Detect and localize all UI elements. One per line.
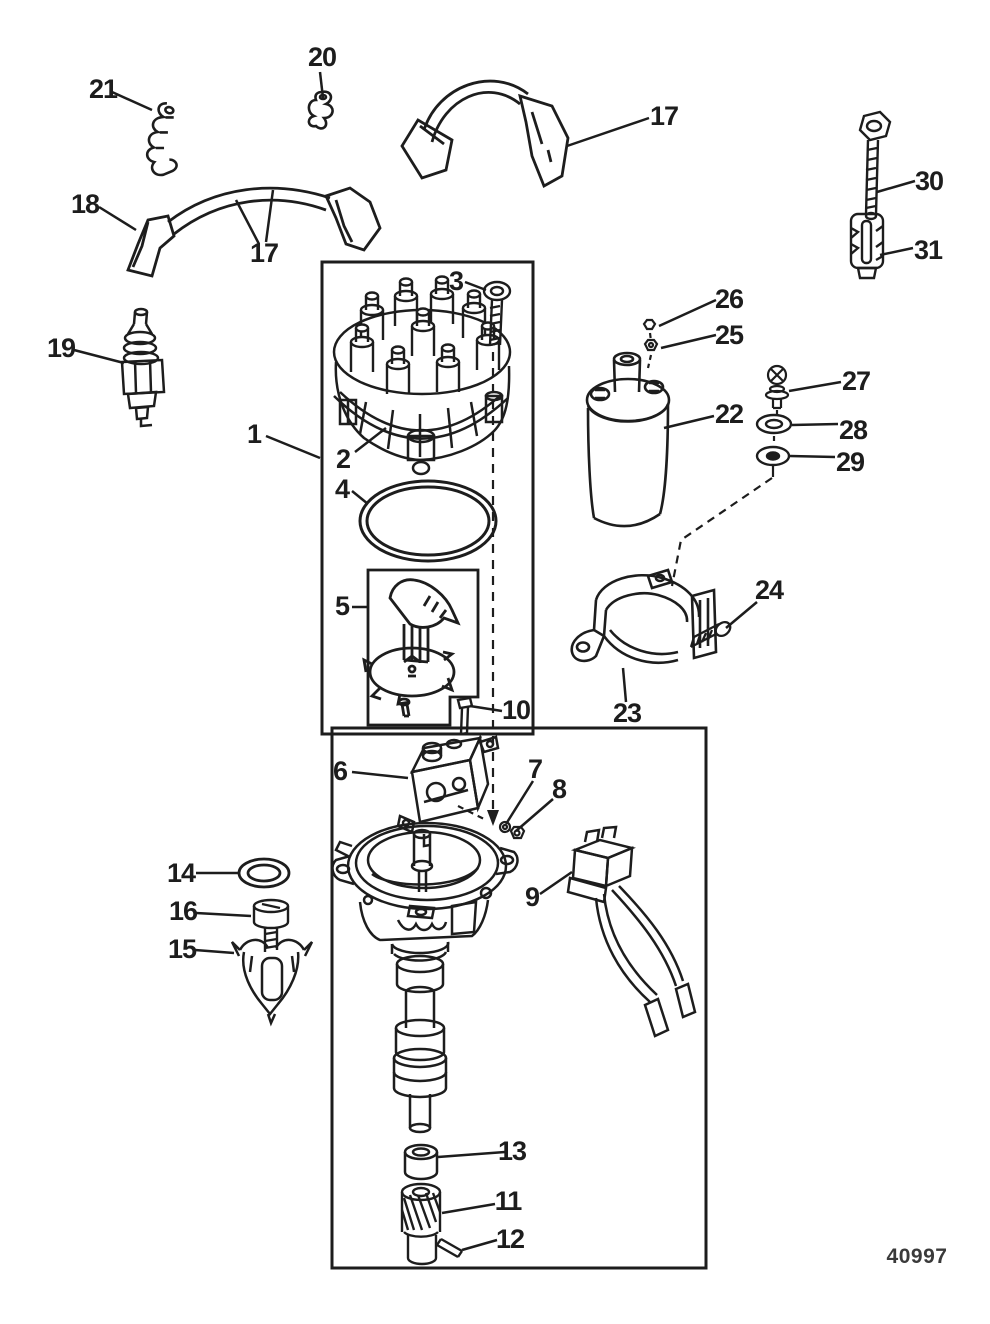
callout-14: 14 (167, 858, 196, 888)
rotor-kit-box (362, 568, 480, 727)
callout-1: 1 (247, 419, 262, 449)
callout-30: 30 (915, 166, 943, 196)
callout-17-arch: 17 (650, 101, 678, 131)
coil-clamp (570, 568, 718, 664)
callout-24: 24 (755, 575, 784, 605)
drawing-number: 40997 (887, 1245, 948, 1268)
drive-gear (400, 1182, 442, 1266)
module-washer-and-nut (498, 820, 526, 840)
callout-18: 18 (71, 189, 100, 219)
callout-10: 10 (502, 695, 530, 725)
housing-washer (237, 857, 291, 889)
callout-22: 22 (715, 399, 743, 429)
spring-clip (307, 90, 334, 130)
callout-7: 7 (528, 754, 542, 784)
callout-2: 2 (336, 444, 350, 474)
leader-lines (73, 71, 916, 1252)
ignition-coil (585, 351, 671, 528)
callout-27: 27 (842, 366, 870, 396)
assembly-boxes (320, 260, 708, 1270)
mounting-stud (858, 110, 892, 221)
callout-5: 5 (335, 591, 350, 621)
rotor-side-view (388, 578, 461, 629)
distributor-assembly-box (320, 260, 535, 736)
bracket-bolt (764, 364, 790, 410)
lower-assembly-box (330, 726, 708, 1270)
nut-26 (642, 318, 657, 331)
distributor-cap (332, 275, 512, 476)
holddown-clamp (230, 938, 314, 1027)
spark-plug-wire (126, 186, 382, 278)
roll-pin (436, 1237, 463, 1259)
callout-labels: 1 2 3 4 5 6 7 8 9 10 11 12 13 14 15 16 1… (47, 42, 944, 1254)
wire-retainer-clip (145, 102, 178, 177)
cap-screw (482, 280, 512, 347)
distributor-housing (331, 821, 519, 962)
spark-plug-wire-arch (400, 79, 570, 188)
washer-7 (498, 820, 512, 834)
callout-15: 15 (168, 934, 197, 964)
callout-8: 8 (552, 774, 567, 804)
ignition-module (396, 733, 500, 834)
flat-washer (755, 413, 793, 435)
callout-17-wire: 17 (250, 238, 278, 268)
callout-16: 16 (169, 896, 198, 926)
callout-9: 9 (525, 882, 540, 912)
nut-8 (509, 825, 526, 840)
holddown-screw (252, 898, 290, 952)
callout-13: 13 (498, 1136, 527, 1166)
wire-retainer-block (849, 212, 885, 280)
rotor-screw (456, 696, 474, 736)
wire-terminal (643, 997, 670, 1038)
cap-gasket-oring (358, 479, 498, 563)
spark-plug (120, 307, 166, 428)
callout-11: 11 (495, 1186, 523, 1216)
clamp-screw (689, 620, 732, 649)
callout-28: 28 (839, 415, 868, 445)
callout-26: 26 (715, 284, 744, 314)
callout-25: 25 (715, 320, 744, 350)
callout-20: 20 (308, 42, 336, 72)
rotor-top-view (368, 646, 456, 698)
callout-3: 3 (449, 266, 464, 296)
callout-19: 19 (47, 333, 76, 363)
distributor-shaft (392, 954, 448, 1134)
callout-12: 12 (496, 1224, 524, 1254)
callout-6: 6 (333, 756, 348, 786)
sensor-assembly (566, 825, 697, 1038)
coil-terminal-nuts (642, 318, 659, 352)
arrowhead (487, 810, 499, 826)
callout-4: 4 (335, 474, 350, 504)
callout-21: 21 (89, 74, 118, 104)
wire-terminal (674, 982, 697, 1019)
callout-31: 31 (914, 235, 943, 265)
callout-23: 23 (613, 698, 642, 728)
shaft-bushing (403, 1143, 439, 1181)
callout-29: 29 (836, 447, 865, 477)
nut-25 (643, 338, 659, 352)
lock-washer (755, 445, 791, 467)
